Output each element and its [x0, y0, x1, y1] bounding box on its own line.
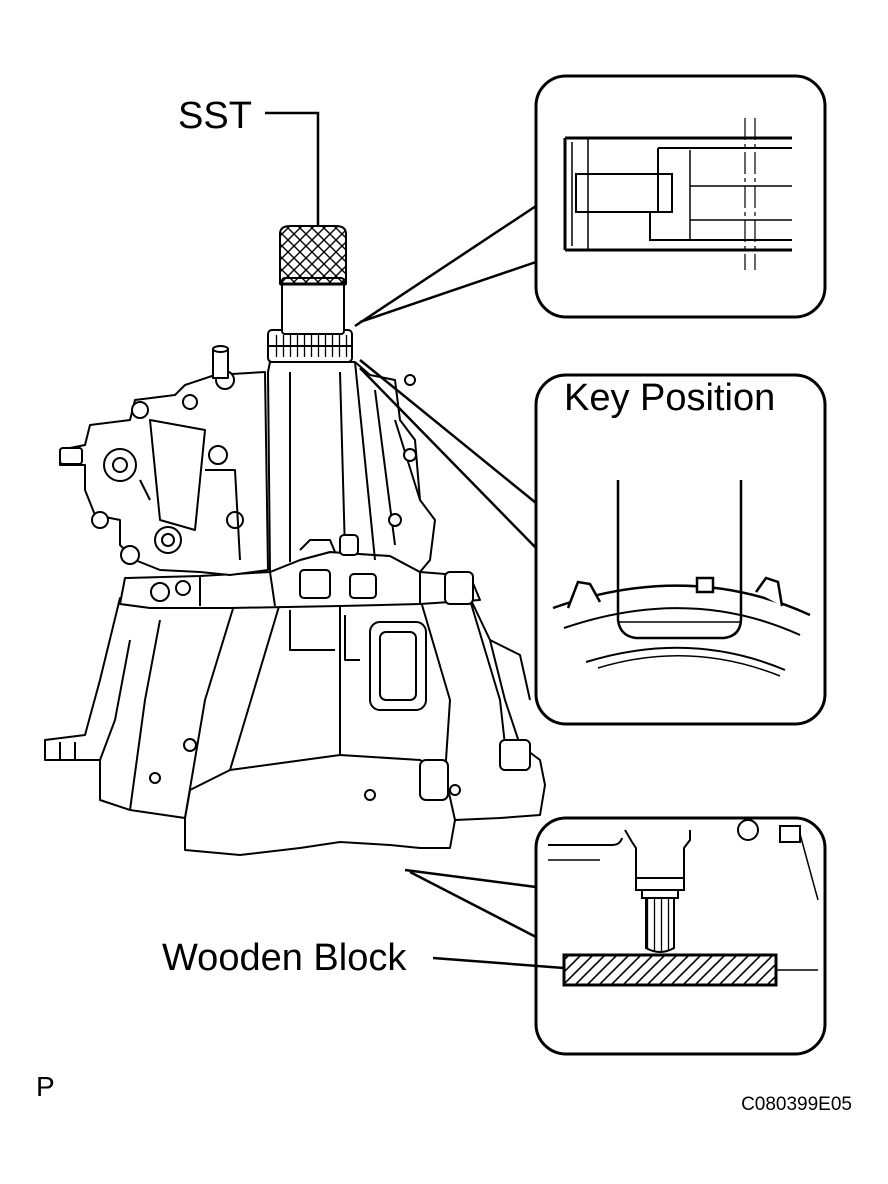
transmission-case — [44, 225, 546, 856]
detail-box-top — [534, 74, 827, 319]
figure-code: C080399E05 — [741, 1094, 852, 1115]
wooden-block-leader — [432, 956, 565, 970]
detail-box-key-position — [534, 373, 827, 726]
sst-label: SST — [178, 95, 252, 137]
bell-housing — [44, 595, 546, 856]
wooden-block-drawing — [548, 819, 819, 987]
wooden-block-label: Wooden Block — [162, 937, 407, 979]
wooden-block — [562, 953, 778, 987]
key-position-label: Key Position — [564, 377, 775, 419]
corner-mark: P — [36, 1071, 55, 1102]
breather-pipe — [212, 349, 229, 379]
sst-tool-knurl — [279, 225, 347, 285]
top-detail-drawing — [563, 118, 792, 270]
sst-leader — [265, 111, 320, 226]
sst-tool-body — [281, 277, 345, 335]
key-position-drawing — [552, 480, 811, 677]
callout-leaders — [354, 204, 537, 939]
